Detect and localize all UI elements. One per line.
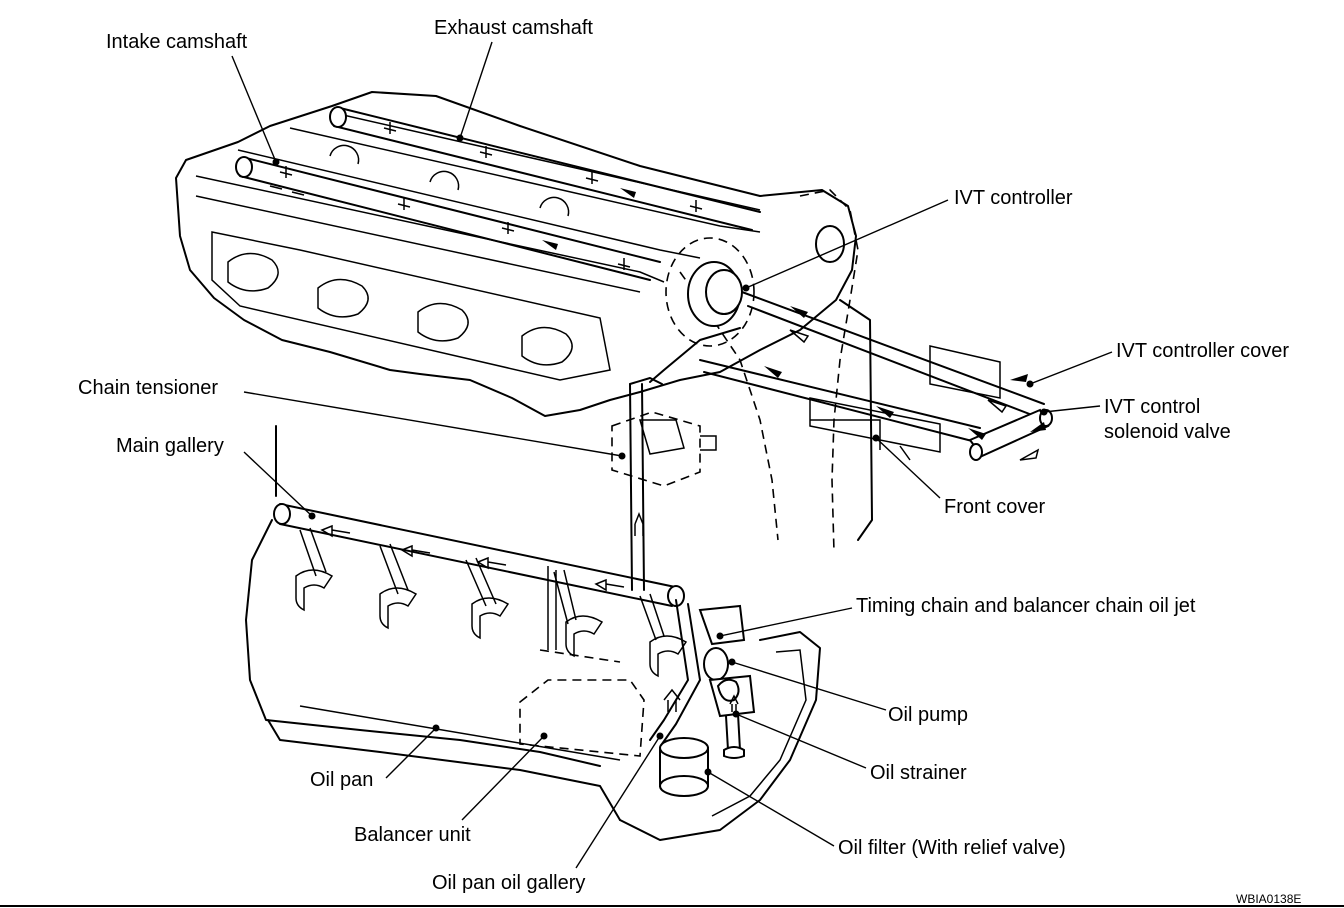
callout-labels: Intake camshaft Exhaust camshaft IVT con…	[78, 17, 1301, 906]
cylinder-head	[175, 91, 857, 417]
label-chain-tensioner: Chain tensioner	[78, 377, 218, 399]
label-intake-camshaft: Intake camshaft	[106, 31, 248, 53]
label-timing-chain-oil-jet: Timing chain and balancer chain oil jet	[856, 595, 1196, 617]
label-oil-pan-oil-gallery: Oil pan oil gallery	[432, 872, 585, 894]
intake-ports	[211, 231, 611, 381]
oil-riser	[629, 327, 741, 591]
label-oil-filter: Oil filter (With relief valve)	[838, 837, 1066, 859]
label-oil-pan: Oil pan	[310, 769, 373, 791]
oil-pan	[267, 631, 821, 841]
label-ivt-controller: IVT controller	[954, 187, 1073, 209]
label-front-cover: Front cover	[944, 496, 1045, 518]
oil-pump-assembly	[649, 599, 756, 797]
cylinder-block	[245, 425, 688, 767]
label-main-gallery: Main gallery	[116, 435, 224, 457]
label-balancer-unit: Balancer unit	[354, 824, 471, 846]
ivt-oil-lines	[699, 291, 1053, 461]
label-ivt-controller-cover: IVT controller cover	[1116, 340, 1289, 362]
label-oil-pump: Oil pump	[888, 704, 968, 726]
chain-tensioner	[611, 411, 717, 487]
leader-lines	[231, 41, 1113, 869]
ivt-controller	[665, 225, 845, 347]
label-oil-strainer: Oil strainer	[870, 762, 967, 784]
figure-code: WBIA0138E	[1236, 892, 1301, 906]
balancer-unit	[519, 649, 645, 757]
label-ivt-solenoid-valve-line2: solenoid valve	[1104, 421, 1231, 443]
label-exhaust-camshaft: Exhaust camshaft	[434, 17, 593, 39]
label-ivt-solenoid-valve-line1: IVT control	[1104, 396, 1200, 418]
front-cover	[679, 189, 881, 553]
